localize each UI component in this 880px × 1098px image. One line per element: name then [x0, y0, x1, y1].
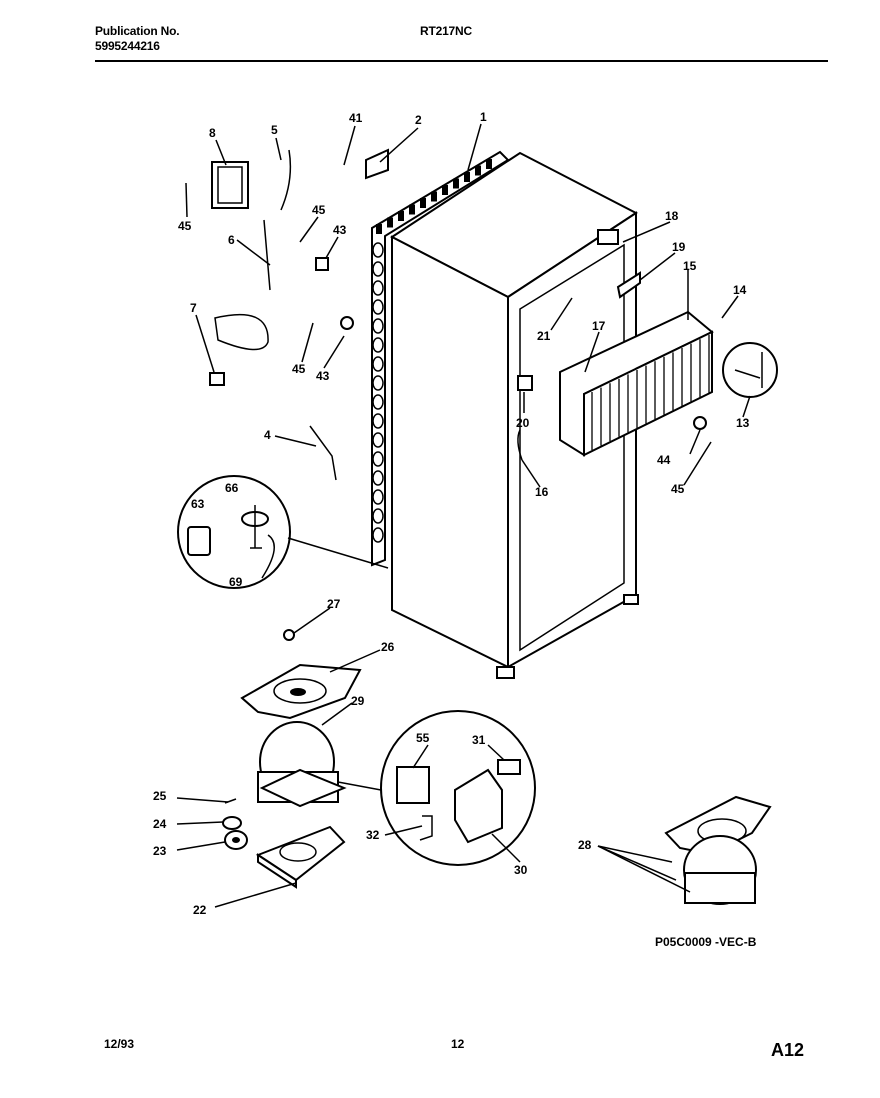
callout-13: 13: [736, 416, 750, 430]
coil-tube-mark: [486, 159, 492, 169]
callout-41: 41: [349, 111, 363, 125]
callout-15: 15: [683, 259, 697, 273]
callout-17: 17: [592, 319, 606, 333]
callout-66: 66: [225, 481, 239, 495]
coil-loop: [372, 356, 384, 372]
coil-tube-mark: [420, 198, 426, 208]
callout-14: 14: [733, 283, 747, 297]
drain-detail: [177, 475, 389, 589]
callout-63: 63: [191, 497, 205, 511]
coil-loop: [372, 432, 384, 448]
compressor: [257, 721, 347, 808]
callout-29: 29: [351, 694, 365, 708]
callout-19: 19: [672, 240, 686, 254]
callout-4: 4: [264, 428, 271, 442]
callout-7: 7: [190, 301, 197, 315]
callout-69: 69: [229, 575, 243, 589]
publication-number: 5995244216: [95, 39, 160, 53]
coil-loop: [372, 318, 384, 334]
callout-45-d: 45: [671, 482, 685, 496]
coil-tube-mark: [387, 217, 393, 228]
publication-label: Publication No.: [95, 24, 180, 38]
coil-tube-mark: [442, 185, 448, 195]
callout-55: 55: [416, 731, 430, 745]
compressor-assembly: [664, 795, 772, 905]
coil-tube-mark: [431, 191, 437, 202]
callout-45-a: 45: [178, 219, 192, 233]
coil-loop: [372, 394, 384, 410]
coil-loop: [372, 280, 384, 296]
footer-sheet-id: A12: [771, 1040, 805, 1060]
coil-loop: [372, 261, 384, 277]
callout-31: 31: [472, 733, 486, 747]
callout-28: 28: [578, 838, 592, 852]
callout-2: 2: [415, 113, 422, 127]
evaporator-coil: [559, 310, 714, 457]
callout-23: 23: [153, 844, 167, 858]
coil-loop: [372, 508, 384, 524]
callout-43-b: 43: [316, 369, 330, 383]
callout-16: 16: [535, 485, 549, 499]
callout-44: 44: [657, 453, 671, 467]
callout-26: 26: [381, 640, 395, 654]
callout-1: 1: [480, 110, 487, 124]
callout-43-a: 43: [333, 223, 347, 237]
coil-loop: [372, 375, 384, 391]
callout-21: 21: [537, 329, 551, 343]
coil-tube-mark: [475, 165, 481, 176]
callout-8: 8: [209, 126, 216, 140]
callout-labels: 1 2 41 8 5 45 45 43 6 7 45 43 4 63 66 69…: [153, 110, 750, 917]
callout-22: 22: [193, 903, 207, 917]
callout-25: 25: [153, 789, 167, 803]
coil-loop: [372, 470, 384, 486]
coil-tube-mark: [398, 211, 404, 221]
coil-loop: [372, 527, 384, 543]
small-parts: [209, 148, 707, 641]
footer-date: 12/93: [104, 1037, 135, 1051]
callout-45-b: 45: [312, 203, 326, 217]
callout-5: 5: [271, 123, 278, 137]
coil-tube-mark: [376, 224, 382, 234]
callout-27: 27: [327, 597, 341, 611]
footer-page-number: 12: [451, 1037, 465, 1051]
drain-pan: [240, 663, 362, 720]
callout-45-c: 45: [292, 362, 306, 376]
coil-tube-mark: [453, 178, 459, 189]
callout-32: 32: [366, 828, 380, 842]
coil-loop: [372, 337, 384, 353]
coil-loop: [372, 413, 384, 429]
callout-30: 30: [514, 863, 528, 877]
figure-code: P05C0009 -VEC-B: [655, 935, 757, 949]
model-number: RT217NC: [420, 24, 472, 38]
coil-loop: [372, 451, 384, 467]
grommets: [222, 798, 248, 850]
leader-lines: [176, 123, 751, 908]
callout-18: 18: [665, 209, 679, 223]
coil-loop: [372, 299, 384, 315]
coil-tube-mark: [464, 172, 470, 182]
header-rule: [95, 60, 828, 62]
coil-loop: [372, 242, 384, 258]
condenser-coil: [371, 150, 510, 567]
coil-tube-mark: [409, 204, 415, 215]
compressor-base: [255, 825, 346, 889]
callout-24: 24: [153, 817, 167, 831]
callout-20: 20: [516, 416, 530, 430]
coil-loop: [372, 489, 384, 505]
callout-6: 6: [228, 233, 235, 247]
thermostat-detail: [722, 342, 778, 398]
